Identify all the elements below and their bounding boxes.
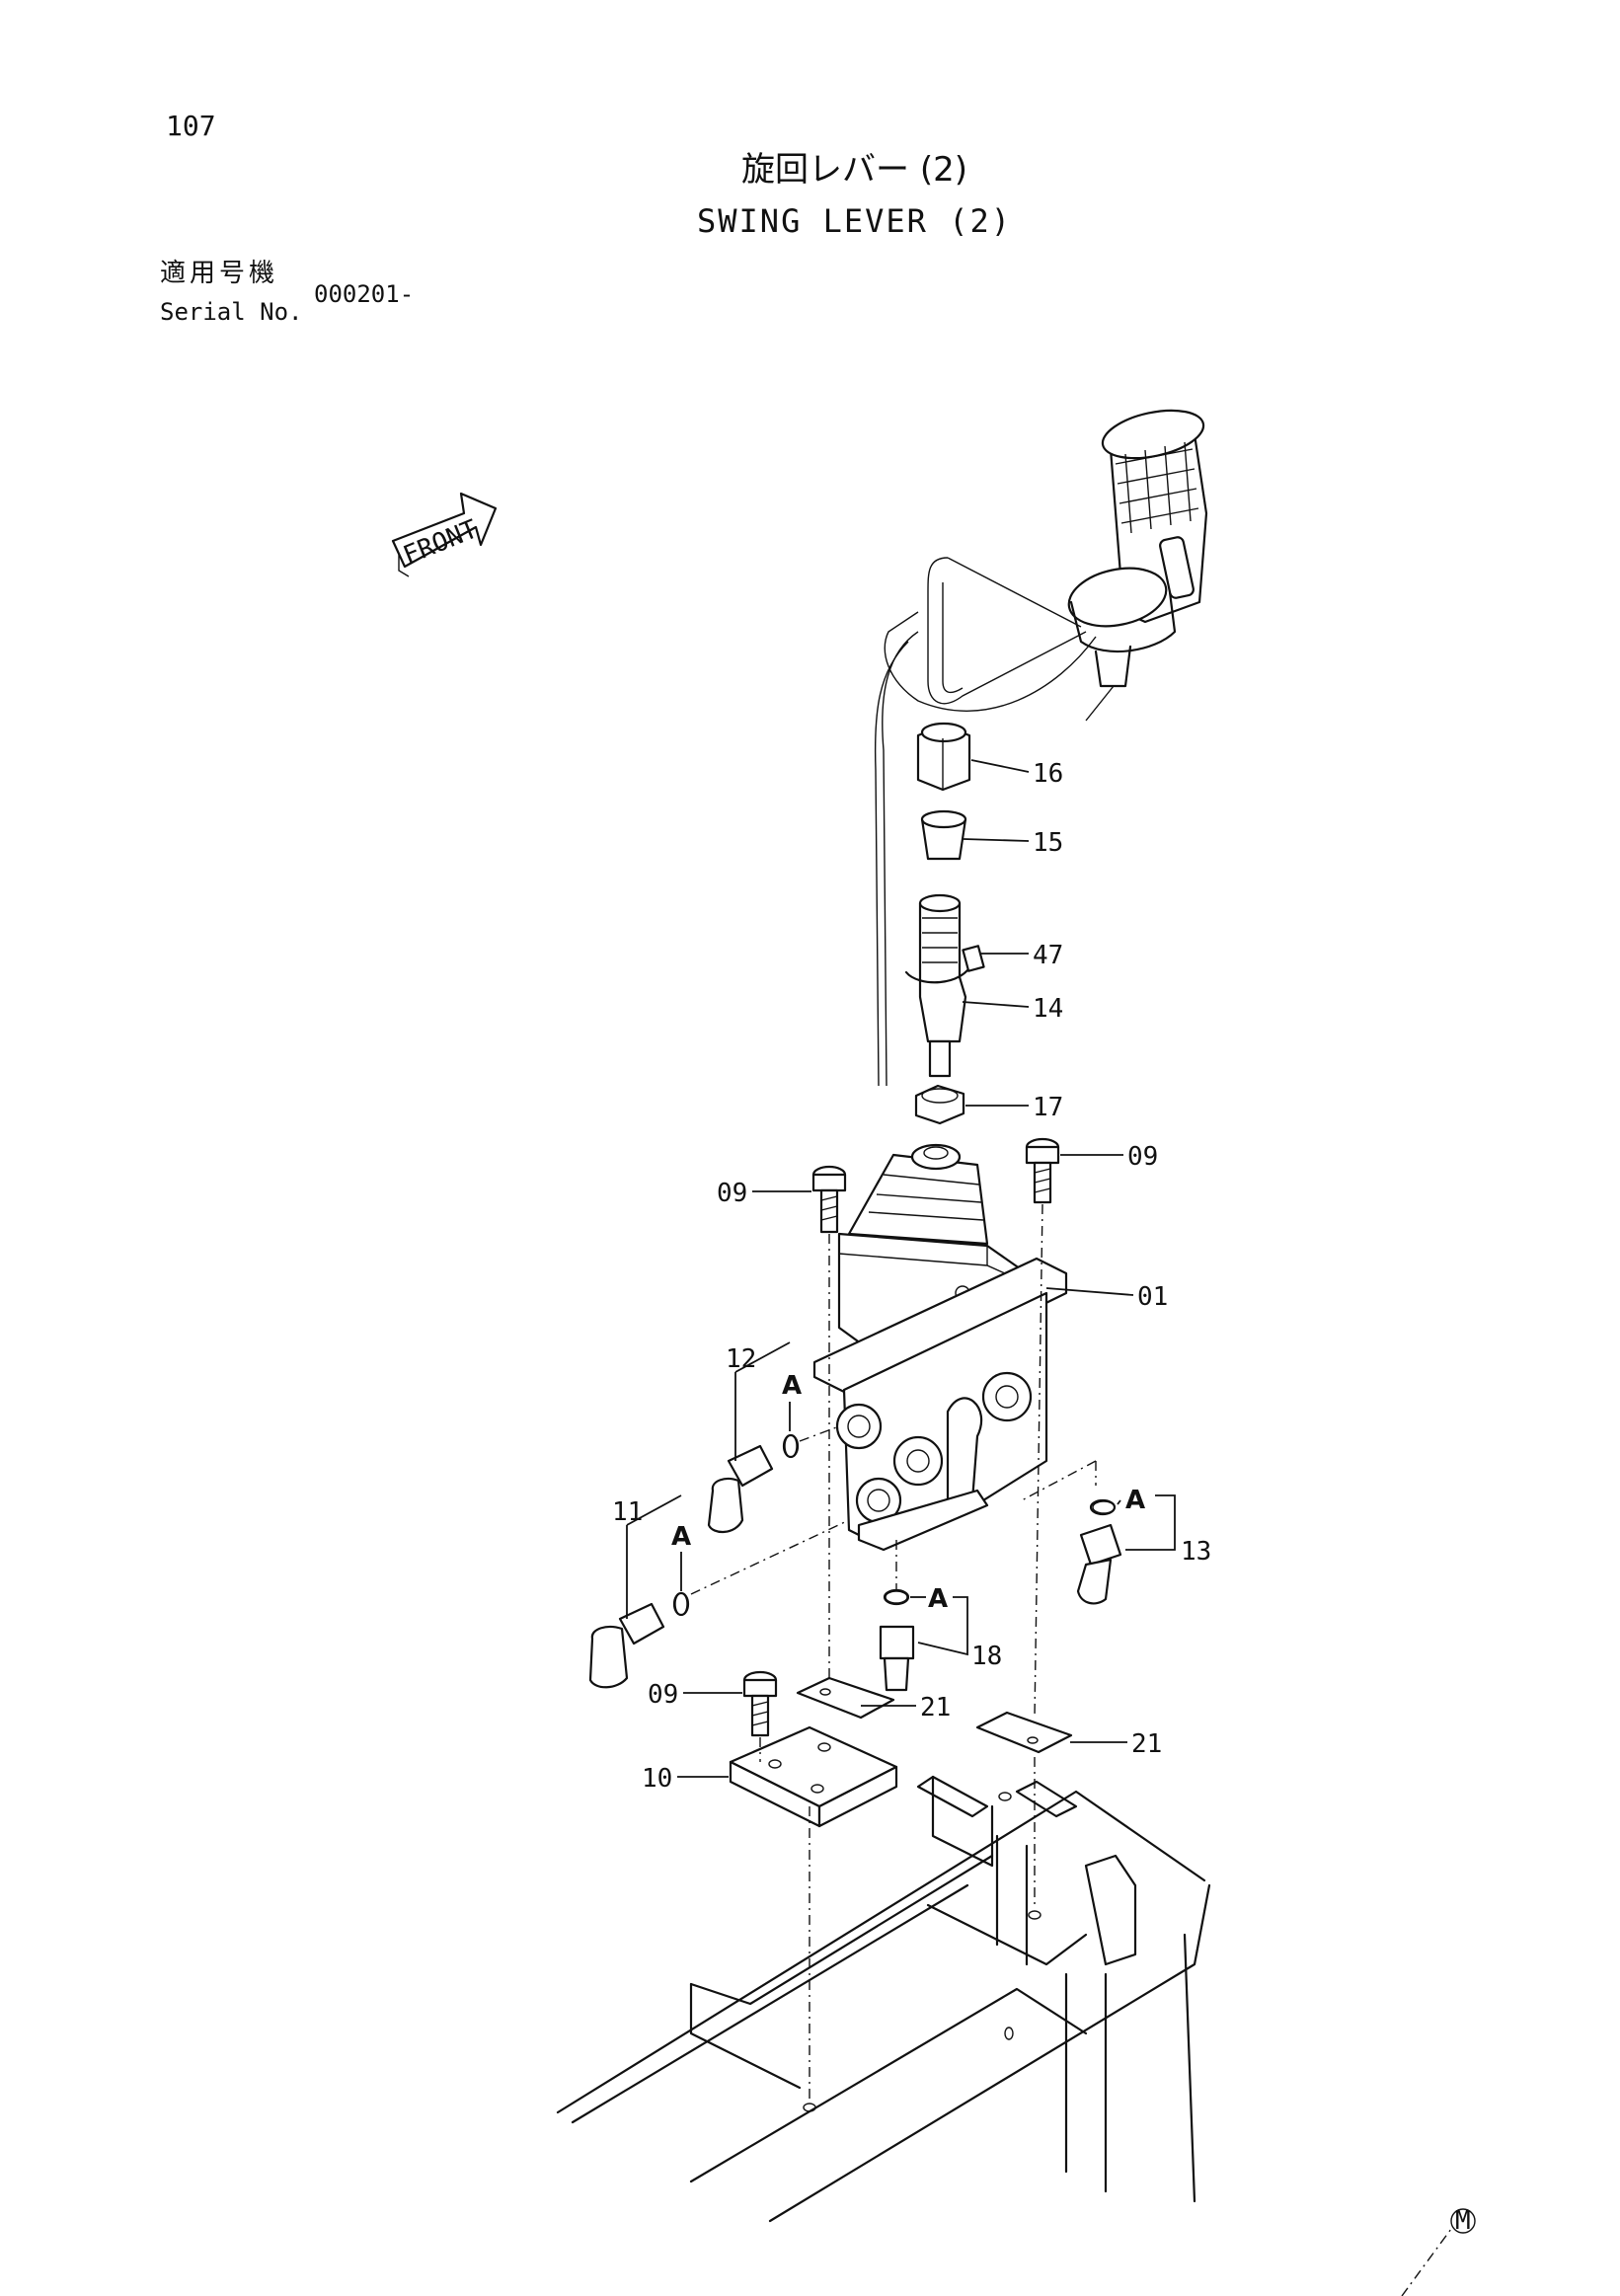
manual-mark-letter: M (1455, 2206, 1471, 2236)
serial-label-english: Serial No. (160, 298, 303, 326)
a-label-leaders (680, 1402, 1121, 1598)
callout-21-left: 21 (920, 1693, 951, 1722)
lever-grip (1067, 409, 1208, 722)
part-11-elbow-fitting (588, 1494, 690, 1689)
callout-47: 47 (1033, 941, 1063, 970)
callout-21-right: 21 (1131, 1729, 1162, 1759)
callout-09-left: 09 (717, 1179, 747, 1208)
callout-15: 15 (1033, 828, 1063, 858)
part-09-bolt-bottom (683, 1670, 778, 1737)
callout-18-a: A (928, 1584, 948, 1614)
callout-12: 12 (726, 1344, 756, 1374)
part-21-gasket-right (975, 1711, 1127, 1754)
part-21-gasket-left (796, 1676, 916, 1720)
part-09-bolt-left (752, 1165, 847, 1234)
part-09-bolt-right (1025, 1137, 1123, 1204)
callout-16: 16 (1033, 759, 1063, 789)
callout-13-a: A (1125, 1486, 1145, 1515)
part-15-sleeve (920, 809, 1030, 861)
title-japanese: 旋回レバー (2) (741, 150, 967, 190)
callout-18: 18 (971, 1642, 1002, 1671)
callout-14: 14 (1033, 994, 1063, 1024)
part-14-adapter (904, 893, 1030, 1078)
callout-11-a: A (671, 1522, 691, 1552)
assembly-centerlines (690, 1203, 1097, 2103)
title-english: SWING LEVER (2) (697, 202, 1012, 240)
serial-number-value: 000201- (314, 280, 415, 308)
serial-label-japanese: 適用号機 (160, 259, 279, 288)
part-18-fitting (879, 1588, 968, 1692)
page-number: 107 (166, 110, 216, 142)
front-arrow-icon: FRONT (391, 492, 498, 577)
part-10-plate (677, 1725, 898, 1828)
callout-12-a: A (782, 1371, 802, 1401)
part-12-elbow-fitting (707, 1341, 800, 1533)
o-rings (674, 1434, 1116, 1616)
part-16-hex-nut (916, 722, 1030, 792)
part-13-elbow-fitting (1076, 1494, 1176, 1605)
callout-09-right: 09 (1127, 1142, 1158, 1172)
callout-11: 11 (612, 1497, 643, 1527)
callout-13: 13 (1181, 1537, 1211, 1567)
pilot-hose (874, 557, 1097, 1087)
callout-01: 01 (1137, 1282, 1168, 1312)
console-frame (556, 1775, 1211, 2223)
callout-labels: 16 15 47 14 17 09 09 01 12 A 11 A A 13 A… (612, 759, 1211, 1794)
callout-17: 17 (1033, 1093, 1063, 1122)
part-17-nut (914, 1084, 1029, 1125)
callout-09-bottom: 09 (648, 1680, 678, 1710)
part-01-pilot-valve (812, 1143, 1134, 1552)
manual-mark-icon: M (1401, 2206, 1476, 2296)
callout-10: 10 (642, 1764, 672, 1794)
